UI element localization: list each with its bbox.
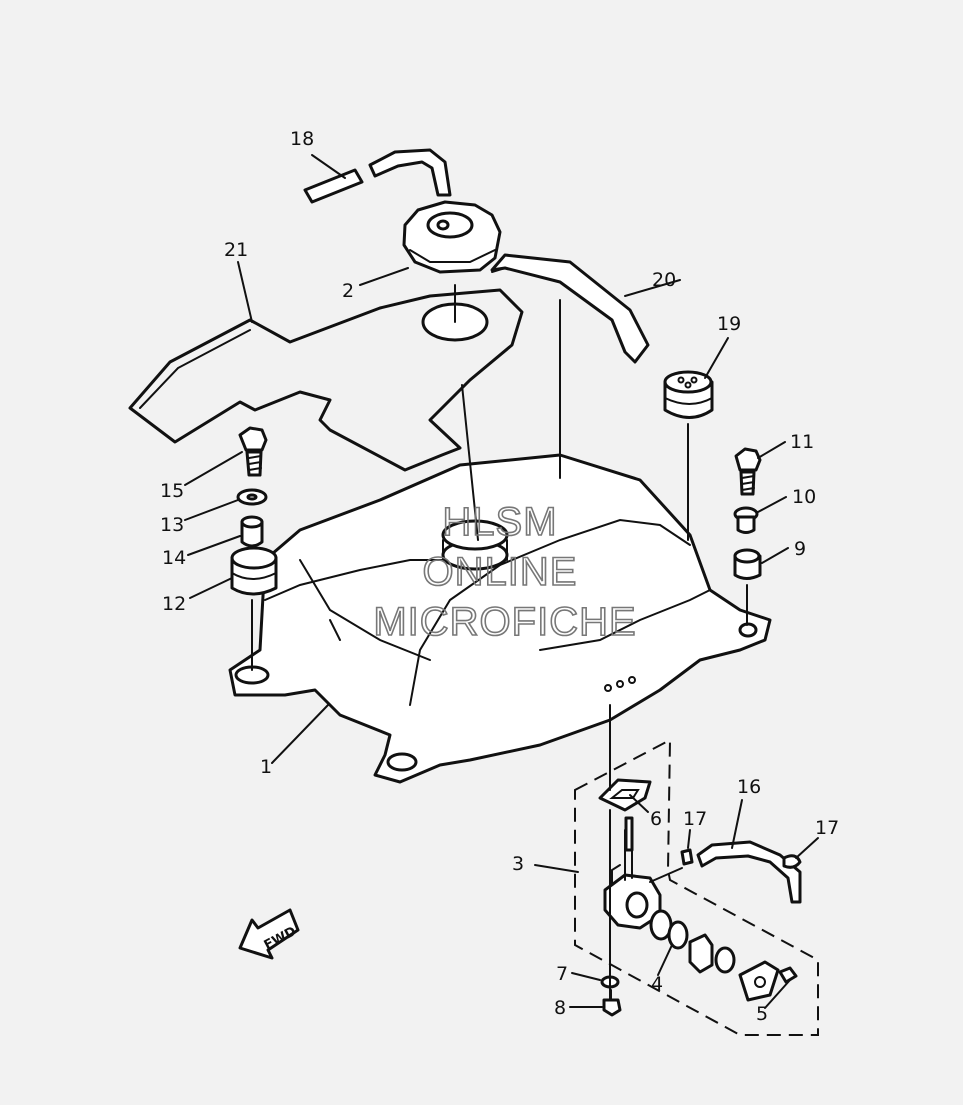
callout-2: 2 (342, 280, 354, 302)
callout-12: 12 (162, 593, 186, 615)
part-12-cushion (230, 546, 278, 596)
part-5-screw-plate (738, 960, 798, 1002)
callout-1: 1 (260, 756, 272, 778)
part-1-fuel-tank (228, 453, 772, 784)
part-14-collar (240, 515, 264, 548)
watermark: HLSM ONLINE MICROFICHE (373, 499, 637, 645)
part-3-fuel-cock-assembly (574, 738, 819, 1036)
part-11-bolt (734, 447, 762, 496)
callout-18: 18 (290, 128, 314, 150)
callout-10: 10 (792, 486, 816, 508)
callout-5: 5 (756, 1003, 768, 1025)
callout-17-right: 17 (815, 817, 839, 839)
callout-14: 14 (162, 547, 186, 569)
callout-20: 20 (652, 269, 676, 291)
callout-8: 8 (554, 997, 566, 1019)
part-2-fuel-cap (402, 200, 502, 274)
callout-15: 15 (160, 480, 184, 502)
part-18-breather-hose (303, 148, 452, 204)
leader-lines (184, 154, 819, 1009)
callout-16: 16 (737, 776, 761, 798)
part-19-grommet (663, 370, 714, 419)
callout-labels: 18 2 21 20 19 11 10 9 15 13 14 12 1 3 6 … (160, 128, 839, 1025)
callout-11: 11 (790, 431, 814, 453)
part-13-washer (236, 488, 268, 506)
callout-4: 4 (651, 973, 663, 995)
watermark-line-1: HLSM (442, 500, 557, 544)
watermark-line-2: ONLINE (423, 550, 578, 594)
fwd-direction-marker: FWD (238, 908, 300, 960)
callout-13: 13 (160, 514, 184, 536)
callout-9: 9 (794, 538, 806, 560)
callout-21: 21 (224, 239, 248, 261)
guide-lines (251, 284, 748, 1001)
part-15-bolt (238, 426, 268, 477)
part-9-cushion (733, 548, 762, 580)
part-20-strap (490, 253, 650, 364)
part-10-collar (733, 506, 759, 534)
callout-6: 6 (650, 808, 662, 830)
part-4-o-ring (649, 909, 736, 974)
callout-3: 3 (512, 853, 524, 875)
part-16-fuel-hose (696, 840, 802, 904)
watermark-line-3: MICROFICHE (373, 600, 636, 644)
callout-19: 19 (717, 313, 741, 335)
callout-7: 7 (556, 963, 568, 985)
part-8-drain-screw (602, 989, 622, 1017)
part-21-tank-cover (128, 288, 524, 472)
callout-17-left: 17 (683, 808, 707, 830)
